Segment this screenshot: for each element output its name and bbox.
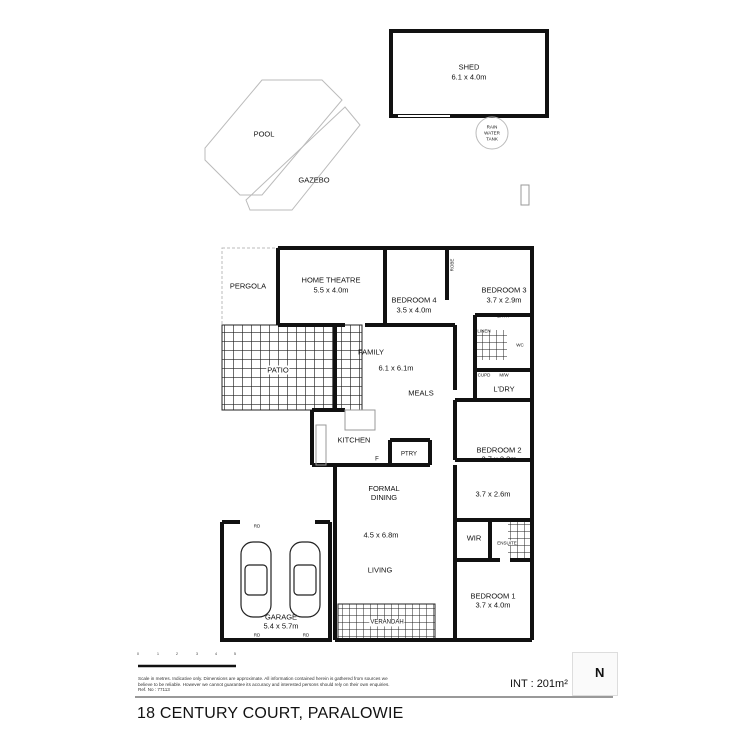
rain-tank-label-1: RAIN — [486, 124, 498, 130]
scale-tick-2: 2 — [176, 652, 178, 656]
shed-label: SHED — [458, 62, 480, 72]
rd-label-2: RD — [253, 632, 261, 638]
disclaimer: Scale in metres. Indicative only. Dimens… — [138, 676, 398, 693]
patio-label: PATIO — [266, 365, 290, 375]
walls — [220, 246, 534, 642]
home-theatre-label: HOME THEATRE — [301, 275, 361, 285]
rain-tank-label-2: WATER — [484, 130, 500, 136]
hot-water-unit — [520, 184, 530, 206]
bedroom1-size: 3.7 x 4.0m — [475, 600, 511, 610]
pool-label: POOL — [253, 129, 275, 139]
meals-label: MEALS — [408, 388, 434, 398]
bedroom2-label: BEDROOM 2 — [476, 445, 522, 455]
scale-tick-4: 4 — [215, 652, 217, 656]
bedroom3-label: BEDROOM 3 — [481, 285, 527, 295]
scale-tick-3: 3 — [196, 652, 198, 656]
reference-number: Ref. No : 77113 — [138, 687, 170, 693]
disclaimer-line-1: Scale in metres. Indicative only. Dimens… — [138, 676, 388, 681]
gazebo-label: GAZEBO — [298, 175, 330, 185]
family-label: FAMILY — [357, 347, 385, 357]
study-size: 3.7 x 2.6m — [475, 489, 511, 499]
gazebo — [245, 106, 361, 211]
disclaimer-line-2: believe to be reliable. However we canno… — [138, 681, 390, 687]
north-arrow-icon: N — [572, 652, 618, 696]
garage-label: GARAGE — [264, 612, 298, 622]
property-address: 18 CENTURY COURT, PARALOWIE — [137, 705, 404, 722]
living-label: LIVING — [367, 565, 393, 575]
wc-label: WC — [516, 342, 524, 348]
robe-label: ROBE — [449, 258, 455, 272]
bath-label: BATH — [497, 313, 509, 319]
pergola-label: PERGOLA — [229, 281, 267, 291]
patio — [221, 324, 363, 411]
cupd-label: CUPD — [477, 372, 491, 378]
home-theatre-size: 5.5 x 4.0m — [313, 285, 349, 295]
rain-tank-label-3: TANK — [486, 136, 498, 142]
bedroom4-size: 3.5 x 4.0m — [396, 305, 432, 315]
scale-tick-5: 5 — [234, 652, 236, 656]
internal-area: INT : 201m² — [510, 678, 568, 690]
pantry-label: PTRY — [401, 451, 417, 458]
ensuite-label: ENSUITE — [497, 540, 517, 546]
shed-size: 6.1 x 4.0m — [451, 72, 487, 82]
bedroom3-size: 3.7 x 2.9m — [486, 295, 522, 305]
cars — [240, 541, 321, 618]
bedroom2-size: 3.7 x 3.3m — [481, 454, 517, 464]
fridge-label: F — [375, 456, 379, 463]
rain-water-tank — [475, 116, 509, 150]
laundry-label: L'DRY — [493, 384, 515, 394]
family-size: 6.1 x 6.1m — [378, 363, 414, 373]
bedroom1-label: BEDROOM 1 — [470, 591, 516, 601]
scale-tick-1: 1 — [157, 652, 159, 656]
rd-label-3: RD — [302, 632, 310, 638]
linen-label: LINEN — [477, 328, 491, 334]
north-label: N — [595, 665, 605, 680]
formal-dining-size: 4.5 x 6.8m — [363, 530, 399, 540]
divider — [135, 696, 613, 698]
wir-label: WIR — [466, 533, 482, 543]
rd-label-1: RD — [253, 523, 261, 529]
mw-label: M/W — [499, 372, 509, 378]
scale-tick-0: 0 — [137, 652, 139, 656]
formal-dining-label: FORMAL DINING — [368, 484, 400, 502]
kitchen-label: KITCHEN — [337, 435, 371, 445]
garage-size: 5.4 x 5.7m — [263, 621, 299, 631]
shed — [389, 29, 549, 118]
bedroom4-label: BEDROOM 4 — [391, 295, 437, 305]
verandah-label: VERANDAH — [369, 619, 405, 627]
